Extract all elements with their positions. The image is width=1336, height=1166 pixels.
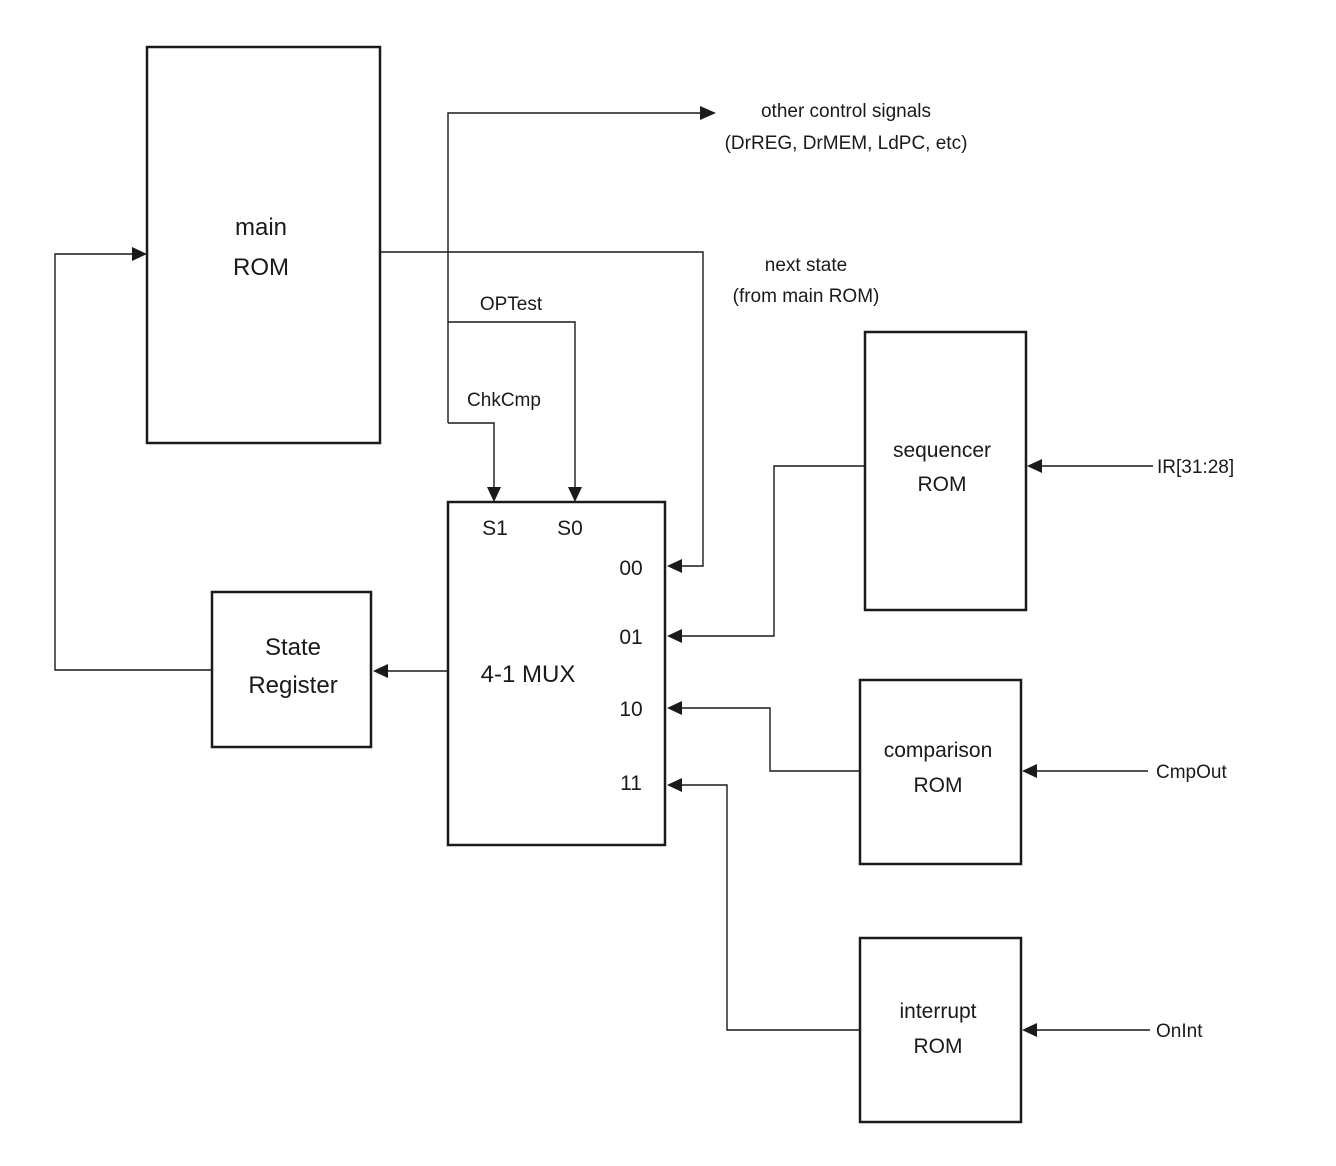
interrupt-to-mux-wire <box>682 784 860 1031</box>
in10-arrowhead <box>667 701 682 715</box>
mux-select-s1-label: S1 <box>482 517 508 540</box>
comparison-rom-label-line2: ROM <box>914 774 963 797</box>
interrupt-rom-label-line1: interrupt <box>899 1000 976 1023</box>
ir-label: IR[31:28] <box>1157 457 1234 478</box>
chkcmp-label: ChkCmp <box>467 390 541 411</box>
feedback-wire <box>54 253 212 671</box>
other-control-signals-label-line2: (DrREG, DrMEM, LdPC, etc) <box>725 133 968 154</box>
mux-select-s0-label: S0 <box>557 517 583 540</box>
mux-input-01-label: 01 <box>619 626 642 649</box>
s0-arrowhead <box>568 487 582 502</box>
ir-arrowhead <box>1027 459 1042 473</box>
other-control-signals-label-line1: other control signals <box>761 101 931 122</box>
in11-arrowhead <box>667 778 682 792</box>
main-rom-label-line1: main <box>235 214 287 241</box>
next-state-wire <box>380 251 704 567</box>
mux-input-00-label: 00 <box>619 557 642 580</box>
mux-input-11-label: 11 <box>620 772 642 795</box>
control-signals-arrowhead <box>700 106 716 120</box>
sequencer-rom-label-line2: ROM <box>918 473 967 496</box>
s1-arrowhead <box>487 487 501 502</box>
chkcmp-wire <box>448 422 495 487</box>
onint-arrowhead <box>1022 1023 1037 1037</box>
comparison-to-mux-wire <box>682 707 860 772</box>
in01-arrowhead <box>667 629 682 643</box>
interrupt-rom-block <box>858 936 1023 1124</box>
next-state-label-line1: next state <box>765 255 847 276</box>
comparison-rom-label-line1: comparison <box>884 739 993 762</box>
state-register-block <box>210 590 373 749</box>
main-rom-block <box>145 45 382 445</box>
comparison-rom-block <box>858 678 1023 866</box>
main-rom-label-line2: ROM <box>233 254 289 281</box>
mux-block <box>446 500 667 847</box>
interrupt-rom-label-line2: ROM <box>914 1035 963 1058</box>
main-rom-arrowhead <box>132 247 147 261</box>
mux-label: 4-1 MUX <box>481 661 576 688</box>
control-signals-wire <box>447 112 700 423</box>
optest-wire <box>448 321 576 487</box>
cmpout-label: CmpOut <box>1156 762 1227 783</box>
next-state-label-line2: (from main ROM) <box>733 286 880 307</box>
cmpout-arrowhead <box>1022 764 1037 778</box>
sequencer-to-mux-wire <box>682 465 865 637</box>
state-register-label-line1: State <box>265 634 321 661</box>
sequencer-rom-label-line1: sequencer <box>893 439 991 462</box>
state-register-arrowhead <box>373 664 388 678</box>
mux-input-10-label: 10 <box>619 698 642 721</box>
state-register-label-line2: Register <box>248 672 337 699</box>
sequencer-rom-block <box>863 330 1028 612</box>
optest-label: OPTest <box>480 294 543 315</box>
onint-label: OnInt <box>1156 1021 1203 1042</box>
in00-arrowhead <box>667 559 682 573</box>
